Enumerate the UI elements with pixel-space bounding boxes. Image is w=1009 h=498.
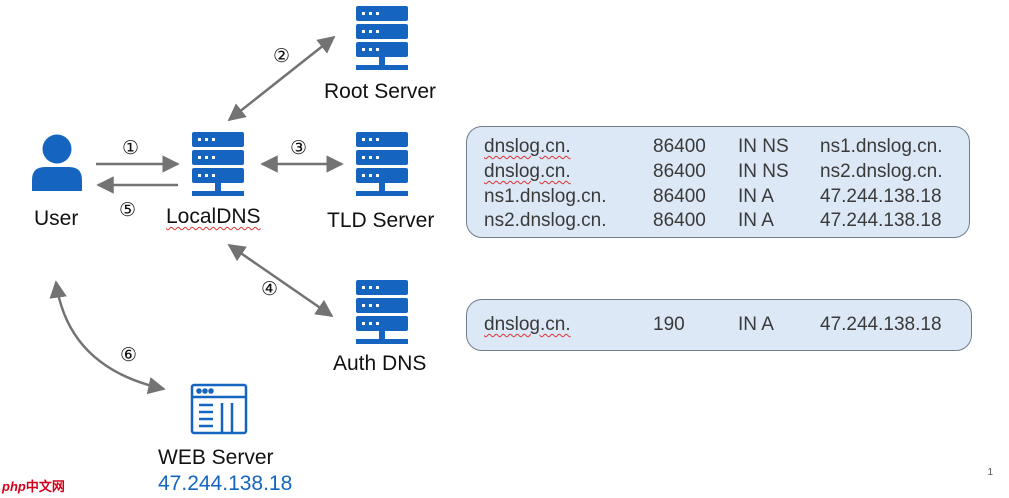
tld-record-2-type: IN NS [738, 161, 789, 182]
tld-record-1-value: ns1.dnslog.cn. [820, 136, 943, 157]
auth-record-1-name: dnslog.cn. [484, 314, 571, 335]
step-3-number: ③ [290, 138, 308, 159]
tld-record-2-ttl: 86400 [653, 161, 706, 182]
web-server-label: WEB Server [158, 446, 274, 469]
web-window-icon [190, 383, 248, 435]
arrow-step2-localdns-root [227, 35, 336, 122]
tld-records-box [466, 126, 970, 238]
step-2-number: ② [273, 46, 291, 67]
tld-record-1-type: IN NS [738, 136, 789, 157]
localdns-server-icon [192, 132, 244, 196]
auth-server-icon [356, 280, 408, 344]
tld-record-3-name: ns1.dnslog.cn. [484, 186, 607, 207]
arrow-step4-localdns-auth [227, 243, 334, 318]
user-label: User [34, 207, 79, 230]
tld-record-4-type: IN A [738, 210, 774, 231]
auth-record-1-type: IN A [738, 314, 774, 335]
tld-record-1-name: dnslog.cn. [484, 136, 571, 157]
root-server-icon [356, 6, 408, 70]
auth-records-box [466, 299, 972, 351]
watermark-logo: php中文网 [2, 476, 65, 495]
user-icon [32, 134, 82, 191]
tld-record-1-ttl: 86400 [653, 136, 706, 157]
page-number: 1 [987, 467, 993, 478]
step-5-number: ⑤ [119, 200, 137, 221]
auth-record-1-ttl: 190 [653, 314, 685, 335]
arrows [49, 35, 344, 395]
tld-record-4-name: ns2.dnslog.cn. [484, 210, 607, 231]
watermark-suffix: 中文网 [25, 479, 65, 494]
localdns-label: LocalDNS [166, 205, 261, 228]
auth-dns-label: Auth DNS [333, 352, 427, 375]
tld-record-4-ttl: 86400 [653, 210, 706, 231]
arrow-step6-user-web [49, 280, 166, 395]
root-server-label: Root Server [324, 80, 437, 103]
step-4-number: ④ [261, 279, 279, 300]
step-6-number: ⑥ [120, 345, 138, 366]
step-1-number: ① [122, 138, 140, 159]
tld-record-2-value: ns2.dnslog.cn. [820, 161, 943, 182]
web-server-ip: 47.244.138.18 [158, 472, 293, 495]
watermark-prefix: php [2, 479, 26, 494]
tld-server-icon [356, 132, 408, 196]
auth-record-1-value: 47.244.138.18 [820, 314, 942, 335]
tld-record-3-value: 47.244.138.18 [820, 186, 942, 207]
tld-server-label: TLD Server [327, 209, 435, 232]
tld-record-4-value: 47.244.138.18 [820, 210, 942, 231]
tld-record-3-type: IN A [738, 186, 774, 207]
tld-record-2-name: dnslog.cn. [484, 161, 571, 182]
tld-record-3-ttl: 86400 [653, 186, 706, 207]
